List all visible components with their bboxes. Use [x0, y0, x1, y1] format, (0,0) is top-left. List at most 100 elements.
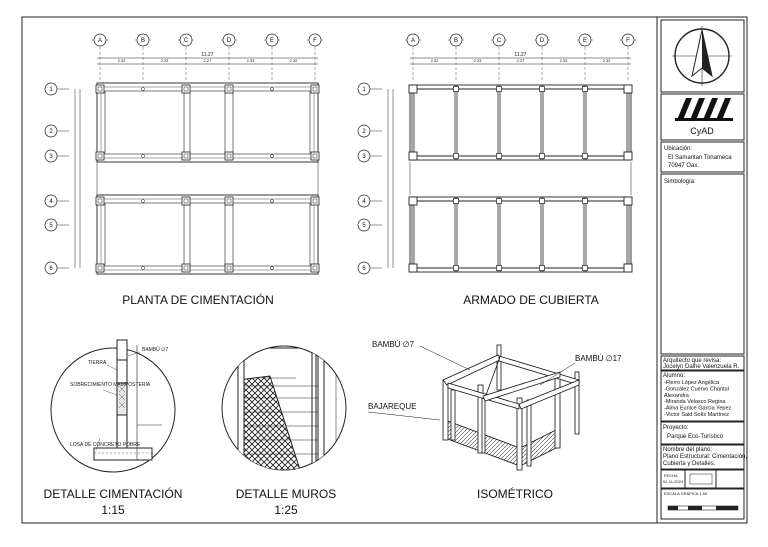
planta-footing — [181, 84, 191, 94]
alumno-name: -Victor Said Solís Martínez — [664, 412, 729, 418]
planta-axis-label-row: 1 — [49, 87, 53, 93]
planta-axis-bubble-col — [93, 33, 107, 47]
armado-axis-label-row: 1 — [362, 87, 366, 93]
planta-footing — [95, 196, 105, 206]
planta-axis-label-col: E — [270, 38, 274, 44]
ubicacion-1: El Samaritan Tonameca — [668, 155, 732, 161]
planta-footing — [310, 263, 320, 273]
planta-footing — [224, 151, 234, 161]
armado-axis-bubble-row — [357, 124, 371, 138]
armado-axis-label-row: 6 — [362, 266, 366, 272]
planta-footing — [95, 151, 105, 161]
simbologia-label: Simbología: — [664, 179, 696, 185]
fecha-label: FECHA — [664, 473, 678, 478]
ubicacion-2: 70947 Oax. — [668, 163, 699, 169]
planta-axis-bubble-col — [308, 33, 322, 47]
armado-axis-bubble-col — [449, 33, 463, 47]
arquitecto-label: Arquitecto que revisa: — [663, 358, 721, 364]
armado-span-dim: 2.33 — [474, 58, 483, 63]
scale-det-cim: 1:15 — [101, 503, 125, 517]
planta-span-dim: 2.27 — [204, 58, 213, 63]
planta-axis-bubble-col — [179, 33, 193, 47]
armado-axis-bubble-row — [357, 194, 371, 208]
armado-roof-post — [408, 151, 418, 161]
proyecto-name: Parque Eco-Turístico — [667, 434, 724, 440]
planta-axis-label-row: 2 — [49, 129, 53, 135]
armado-axis-label-col: E — [583, 38, 587, 44]
note-bambu-small: BAMBÚ ∅7 — [142, 346, 169, 353]
armado-axis-bubble-col — [621, 33, 635, 47]
note-tierra: TIERRA — [88, 360, 107, 366]
armado-axis-label-col: B — [454, 38, 458, 44]
armado-roof-post — [623, 84, 633, 94]
alumno-name: -Alma Eunice García Yepez — [664, 406, 732, 412]
planta-overall-dim: 11.27 — [201, 52, 213, 58]
nombre-2: Cubierta y Detalles. — [663, 461, 716, 467]
planta-foundation-outline — [96, 82, 319, 163]
planta-axis-label-row: 4 — [49, 199, 53, 205]
iso-label-bajareque: BAJAREQUE — [368, 402, 416, 411]
planta-axis-bubble-row — [44, 149, 58, 163]
planta-axis-label-col: A — [98, 38, 102, 44]
isometric-view — [442, 344, 580, 471]
armado-roof-post — [623, 263, 633, 273]
fecha-value: 02-11-2024 — [663, 479, 684, 484]
iso-label-bambu17: BAMBÚ ∅17 — [575, 354, 622, 363]
escala-label: ESCALA GRÁFICA 1:50 — [664, 491, 708, 496]
planta-axis-label-row: 6 — [49, 266, 53, 272]
wall-detail — [221, 345, 347, 471]
planta-span-dim: 2.32 — [290, 58, 299, 63]
alumno-name: -Flerro López Angélica — [664, 380, 720, 386]
planta-footing — [181, 263, 191, 273]
title-det-muros: DETALLE MUROS — [236, 487, 336, 501]
planta-axis-label-col: F — [313, 38, 317, 44]
planta-axis-bubble-col — [136, 33, 150, 47]
armado-axis-bubble-col — [535, 33, 549, 47]
armado-overall-dim: 11.27 — [514, 52, 526, 58]
planta-axis-bubble-row — [44, 124, 58, 138]
planta-footing — [310, 196, 320, 206]
armado-span-dim: 2.33 — [560, 58, 569, 63]
title-block: CyAD Ubicación: El Samaritan Tonameca 70… — [660, 19, 747, 520]
planta-span-dim: 2.33 — [247, 58, 256, 63]
planta-footing — [181, 196, 191, 206]
arquitecto-name: Jocelyn Dalhe Valenzuela R. — [663, 364, 740, 370]
planta-footing — [95, 263, 105, 273]
planta-foundation-outline — [96, 194, 319, 275]
armado-roof-post — [623, 196, 633, 206]
armado-axis-label-row: 2 — [362, 129, 366, 135]
armado-axis-label-row: 5 — [362, 223, 366, 229]
planta-axis-bubble-row — [44, 218, 58, 232]
planta-span-dim: 2.32 — [118, 58, 127, 63]
armado-axis-bubble-row — [357, 82, 371, 96]
planta-axis-label-col: D — [227, 38, 232, 44]
armado-axis-bubble-row — [357, 218, 371, 232]
planta-footing — [224, 84, 234, 94]
planta-span-dim: 2.33 — [161, 58, 170, 63]
planta-axis-label-col: B — [141, 38, 145, 44]
planta-footing — [181, 151, 191, 161]
armado-axis-label-col: A — [411, 38, 415, 44]
note-losa: LOSA DE CONCRETO POBRE — [70, 442, 141, 448]
logo-cyad: CyAD — [690, 126, 714, 136]
armado-axis-bubble-row — [357, 149, 371, 163]
armado-roof-post — [408, 84, 418, 94]
armado-axis-label-row: 4 — [362, 199, 366, 205]
planta-axis-bubble-row — [44, 194, 58, 208]
armado-roof-post — [623, 151, 633, 161]
alumno-name: Alexandra — [664, 393, 690, 399]
planta-axis-label-col: C — [184, 38, 189, 44]
planta-axis-bubble-row — [44, 261, 58, 275]
planta-footing — [310, 151, 320, 161]
north-arrow-icon — [672, 26, 732, 86]
armado-axis-bubble-col — [578, 33, 592, 47]
armado-axis-bubble-col — [492, 33, 506, 47]
armado-axis-label-col: C — [497, 38, 502, 44]
alumno-name: -Miranda Velasco Regina — [664, 399, 726, 405]
armado-roof-post — [408, 196, 418, 206]
ubicacion-label: Ubicación: — [664, 146, 692, 152]
armado-roof-post — [408, 263, 418, 273]
planta-footing — [95, 84, 105, 94]
armado-span-dim: 2.32 — [603, 58, 612, 63]
